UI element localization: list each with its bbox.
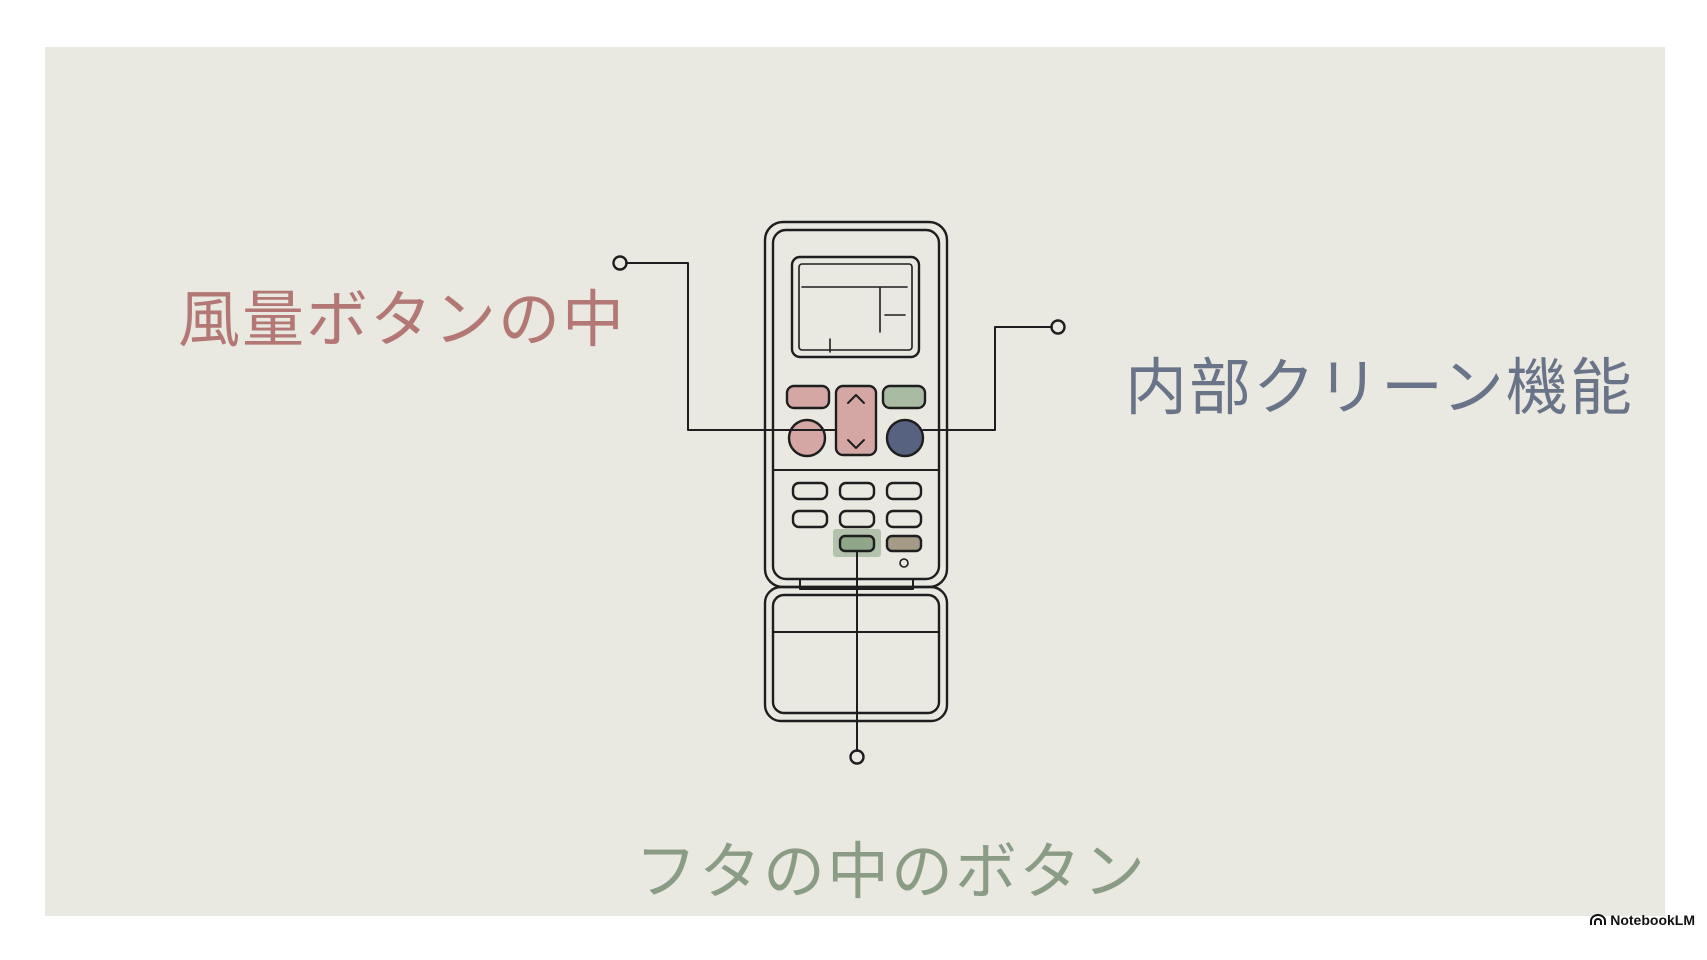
up-arrow-icon bbox=[847, 394, 865, 404]
remote-diagram bbox=[612, 220, 1066, 765]
grid-button-2[interactable] bbox=[838, 481, 876, 501]
lid-inner-button[interactable] bbox=[838, 534, 876, 553]
grid-button-3[interactable] bbox=[885, 481, 923, 501]
green-button-right[interactable] bbox=[881, 384, 927, 410]
callout-clean bbox=[922, 319, 1066, 431]
brown-button[interactable] bbox=[885, 534, 923, 553]
grid-button-6[interactable] bbox=[885, 509, 923, 529]
notebooklm-logo-icon bbox=[1590, 914, 1607, 925]
red-button-left[interactable] bbox=[785, 384, 831, 410]
round-button-left[interactable] bbox=[787, 418, 827, 458]
callout-lid bbox=[849, 550, 865, 765]
down-arrow-icon bbox=[847, 439, 865, 449]
callout-clean-line bbox=[922, 326, 1053, 431]
callout-clean-dot bbox=[1050, 319, 1066, 335]
grid-button-4[interactable] bbox=[791, 509, 829, 529]
callout-fan-line bbox=[625, 262, 837, 431]
lcd-segments bbox=[801, 286, 908, 353]
reset-hole[interactable] bbox=[899, 558, 909, 568]
callout-lid-dot bbox=[849, 749, 865, 765]
internal-clean-button[interactable] bbox=[885, 418, 925, 458]
label-internal-clean: 内部クリーン機能 bbox=[1125, 351, 1634, 424]
grid-button-1[interactable] bbox=[791, 481, 829, 501]
grid-button-5[interactable] bbox=[838, 509, 876, 529]
label-lid-button: フタの中のボタン bbox=[635, 835, 1148, 908]
fan-speed-button[interactable] bbox=[834, 384, 878, 457]
label-fan-button: 風量ボタンの中 bbox=[178, 283, 627, 356]
lcd-display bbox=[790, 255, 921, 359]
callout-fan bbox=[612, 255, 837, 431]
brand-watermark: NotebookLM bbox=[1590, 912, 1695, 928]
callout-fan-dot bbox=[612, 255, 628, 271]
slide: 風量ボタンの中 内部クリーン機能 フタの中のボタン bbox=[45, 47, 1665, 916]
brand-name: NotebookLM bbox=[1610, 912, 1695, 928]
lcd-screen bbox=[798, 263, 913, 351]
